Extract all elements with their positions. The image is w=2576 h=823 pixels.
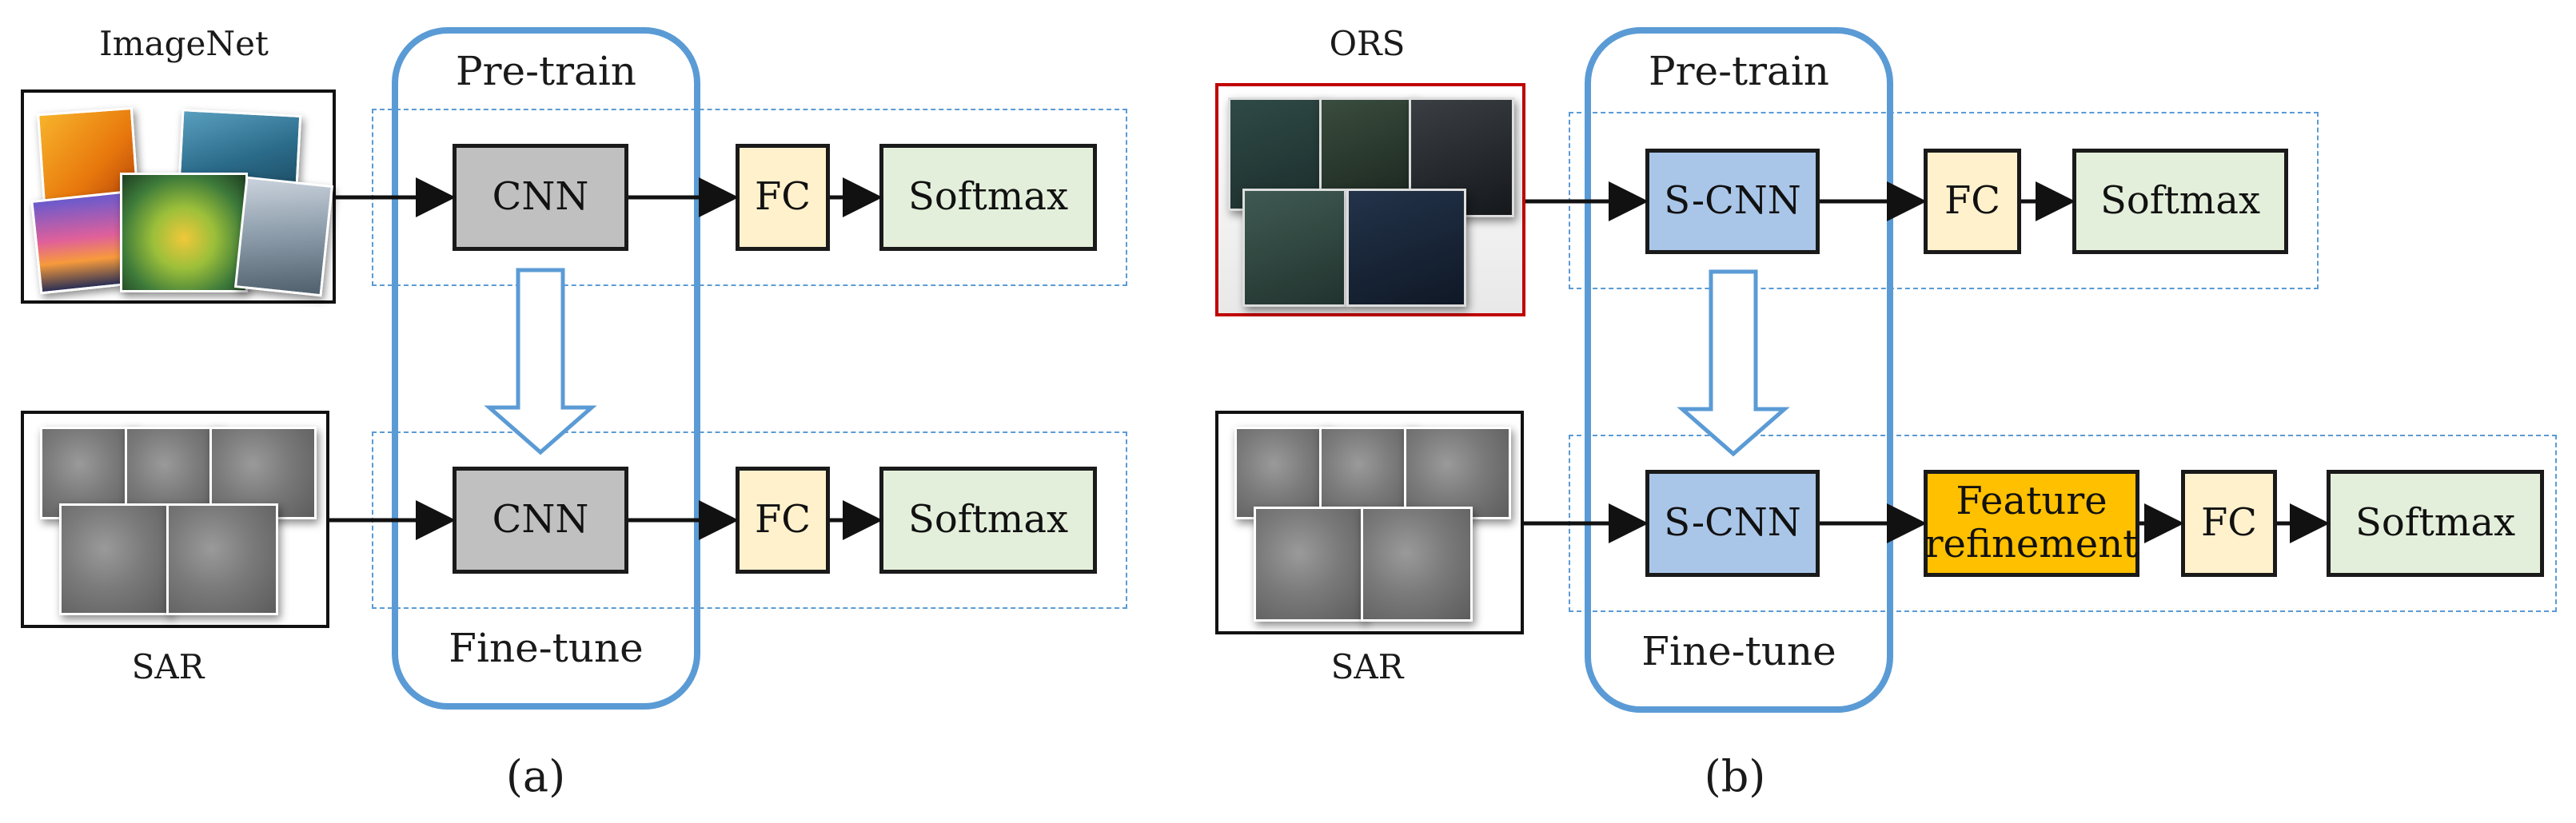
ors-image-collage: [1215, 83, 1525, 316]
pretrain-label-b: Pre-train: [1648, 48, 1830, 94]
shared-cnn-frame-b: [1585, 27, 1893, 713]
caption-b: (b): [1704, 751, 1766, 801]
ors-ship-photo: [1242, 189, 1346, 307]
sar-chip: [166, 503, 278, 615]
transfer-arrow-a: [484, 268, 597, 455]
pretrain-label-a: Pre-train: [455, 48, 637, 94]
scnn-block-bottom-b: S-CNN: [1645, 470, 1820, 577]
softmax-block-top-a: Softmax: [879, 144, 1097, 251]
cnn-block-top-a: CNN: [453, 144, 628, 251]
fc-block-top-b: FC: [1924, 149, 2021, 254]
ors-label: ORS: [1329, 24, 1406, 63]
sar-chip: [1361, 507, 1473, 622]
finetune-label-b: Fine-tune: [1641, 628, 1836, 674]
scnn-block-top-b: S-CNN: [1645, 149, 1820, 254]
imagenet-image-collage: [21, 89, 336, 304]
softmax-block-top-b: Softmax: [2072, 149, 2288, 254]
finetune-label-a: Fine-tune: [449, 625, 644, 671]
caption-a: (a): [505, 751, 566, 801]
ors-ship-photo: [1346, 189, 1466, 307]
sar-label-b: SAR: [1330, 647, 1404, 686]
anemone-photo: [120, 173, 248, 292]
softmax-block-bottom-a: Softmax: [879, 467, 1097, 574]
feature-refinement-block: Feature refinement: [1924, 470, 2139, 577]
transfer-arrow-b: [1677, 269, 1790, 457]
sar-chip: [1254, 507, 1366, 622]
sar-image-collage-a: [21, 411, 329, 628]
sar-label-a: SAR: [131, 647, 205, 686]
ors-ship-photo: [1319, 97, 1415, 193]
shared-cnn-frame-a: [392, 27, 700, 710]
fc-block-top-a: FC: [736, 144, 830, 251]
sar-image-collage-b: [1215, 411, 1524, 634]
imagenet-label: ImageNet: [99, 24, 269, 63]
